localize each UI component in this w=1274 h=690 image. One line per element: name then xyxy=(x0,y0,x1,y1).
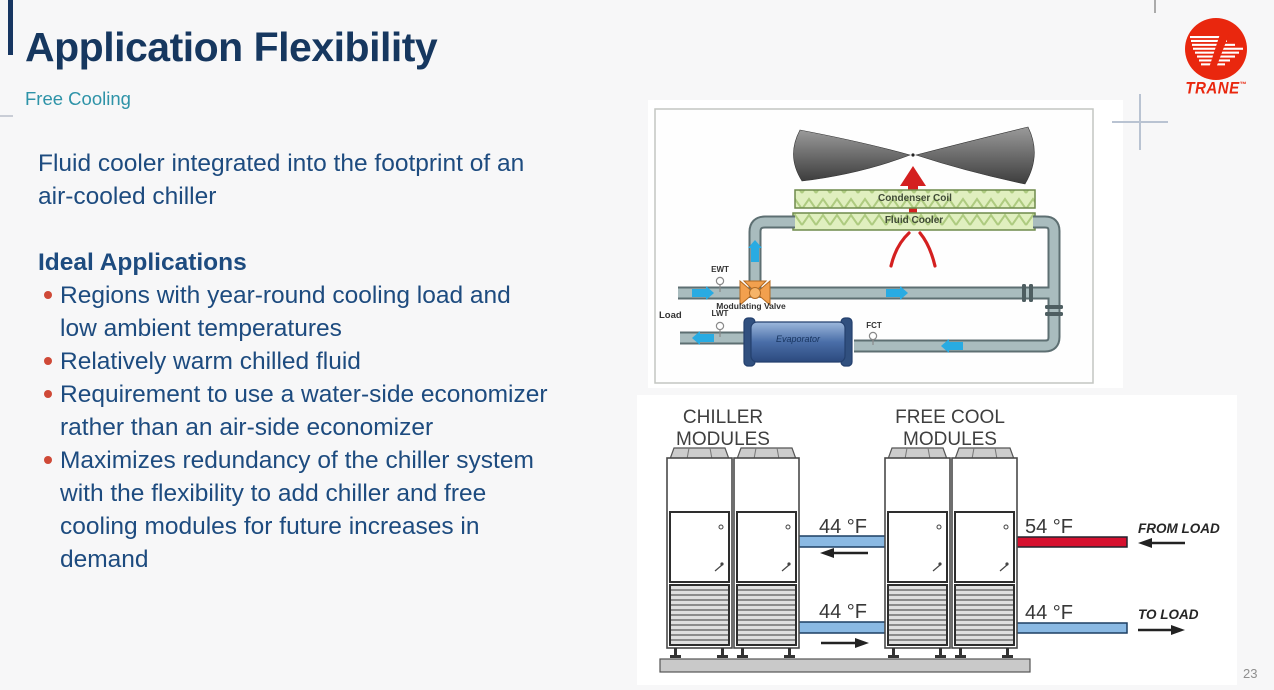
evaporator-label: Evaporator xyxy=(775,334,821,344)
crop-mark-top-right xyxy=(1154,0,1156,13)
pipe-flanges xyxy=(1022,284,1063,316)
bullet-item: Regions with year-round cooling load and… xyxy=(38,279,618,345)
trane-logo: TRANE™ xyxy=(1182,16,1250,102)
intro-paragraph: Fluid cooler integrated into the footpri… xyxy=(38,150,525,210)
temp-44f-lower-label: 44 °F xyxy=(818,601,868,623)
evaporator-vessel xyxy=(743,317,853,367)
to-load-label: TO LOAD xyxy=(1138,607,1199,622)
ideal-applications-heading: Ideal Applications xyxy=(38,249,247,276)
load-label: Load xyxy=(659,310,682,321)
flow-direction-arrows xyxy=(820,538,1185,648)
bullet-item: Requirement to use a water-side economiz… xyxy=(38,378,618,444)
fluid-cooler-diagram: Condenser Coil Fluid Cooler EWT Modulati… xyxy=(648,100,1123,388)
temp-54f-label: 54 °F xyxy=(1024,516,1074,538)
fluid-cooler-label: Fluid Cooler xyxy=(884,215,944,226)
page-title: Application Flexibility xyxy=(25,24,438,70)
module-cabinets xyxy=(666,447,1018,658)
ewt-label: EWT xyxy=(711,265,729,274)
condenser-coil-label: Condenser Coil xyxy=(878,193,952,204)
condenser-coil-bar xyxy=(794,189,1036,209)
fan-icon xyxy=(793,126,1035,185)
lwt-label: LWT xyxy=(711,309,729,318)
hot-air-curl-icon xyxy=(889,231,937,268)
base-platform xyxy=(659,658,1031,673)
registration-mark-vertical xyxy=(1139,94,1141,150)
accent-bar xyxy=(8,0,13,55)
bullet-item: Relatively warm chilled fluid xyxy=(38,345,618,378)
free-cool-modules-label: FREE COOL MODULES xyxy=(895,407,1005,450)
from-load-label: FROM LOAD xyxy=(1138,521,1220,536)
temperature-sensors xyxy=(715,276,878,345)
page-number: 23 xyxy=(1243,666,1258,681)
slide-body-text: Fluid cooler integrated into the footpri… xyxy=(38,147,618,576)
bullet-item: Maximizes redundancy of the chiller syst… xyxy=(38,444,618,576)
fluid-cooler-schematic xyxy=(654,108,1094,384)
temp-44f-right-label: 44 °F xyxy=(1024,602,1074,624)
slide-subtitle: Free Cooling xyxy=(25,88,131,109)
trane-wordmark: TRANE™ xyxy=(1185,79,1247,98)
temp-44f-mid-label: 44 °F xyxy=(818,516,868,538)
trademark-symbol: ™ xyxy=(1239,81,1247,90)
bullet-list: Regions with year-round cooling load and… xyxy=(38,279,618,576)
trane-logo-icon xyxy=(1185,18,1247,80)
chiller-modules-label: CHILLER MODULES xyxy=(676,407,770,450)
modules-schematic xyxy=(659,447,1185,673)
modules-diagram: CHILLER MODULES FREE COOL MODULES 44 °F … xyxy=(637,395,1237,685)
modulating-valve xyxy=(739,279,771,307)
crop-mark-left xyxy=(0,115,13,117)
fct-label: FCT xyxy=(866,321,882,330)
modulating-valve-label: Modulating Valve xyxy=(716,301,786,311)
flow-arrow-icons xyxy=(692,240,963,353)
